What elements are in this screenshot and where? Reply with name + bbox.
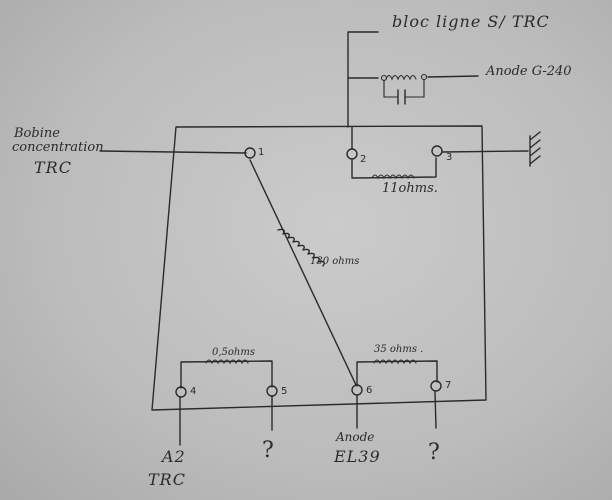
capacitor-plates (397, 89, 406, 105)
ground-symbol (529, 131, 541, 167)
label-bobine-line1: Bobine (14, 126, 60, 141)
res-130-coil (277, 228, 325, 267)
res-35-coil (373, 359, 417, 365)
label-trc: TRC (148, 470, 186, 489)
label-bloc-ligne: bloc ligne S/ TRC (392, 12, 550, 31)
res-05-bracket (180, 360, 273, 389)
feed-line-bloc (347, 31, 379, 128)
label-el39: EL39 (334, 447, 381, 466)
terminal-4 (175, 386, 187, 398)
terminal-7 (430, 380, 442, 392)
label-a2: A2 (162, 447, 186, 466)
res-05-coil (205, 359, 249, 365)
terminal-1-number: 1 (258, 147, 265, 158)
terminal-4-number: 4 (190, 386, 197, 397)
terminal-5 (266, 385, 278, 397)
anode-lead (427, 75, 479, 78)
terminal-6 (351, 384, 363, 396)
terminal-2 (346, 148, 358, 160)
lead-terminal-7 (434, 391, 437, 429)
label-bobine-line2: concentration (12, 140, 104, 155)
terminal-1 (244, 147, 256, 159)
bobine-lead (99, 150, 247, 154)
enclosure-outline (151, 125, 487, 411)
label-res-35: 35 ohms . (374, 344, 424, 355)
label-bobine-line3: TRC (34, 158, 72, 177)
terminal-5-number: 5 (281, 386, 288, 397)
label-res-130: 130 ohms (310, 256, 360, 267)
label-res-05: 0,5ohms (212, 347, 255, 358)
label-anode-el39: Anode (336, 430, 375, 444)
link-1-to-6 (249, 159, 357, 386)
terminal-3 (431, 145, 443, 157)
capacitor-bridge (383, 79, 425, 98)
label-anode-g240: Anode G-240 (486, 64, 572, 79)
anode-coil (385, 74, 417, 81)
terminal-6-number: 6 (366, 385, 373, 396)
res-11-coil (371, 174, 415, 180)
label-question-7: ? (428, 440, 440, 465)
res-35-bracket (356, 360, 438, 387)
terminal-3-number: 3 (446, 152, 453, 163)
res-11-bracket (351, 157, 437, 179)
terminal-7-number: 7 (445, 380, 452, 391)
ground-lead (441, 150, 529, 153)
anode-coil-end-right (420, 73, 428, 81)
terminal-2-number: 2 (360, 154, 367, 165)
label-question-5: ? (262, 438, 274, 463)
label-res-11: 11ohms. (382, 181, 438, 196)
